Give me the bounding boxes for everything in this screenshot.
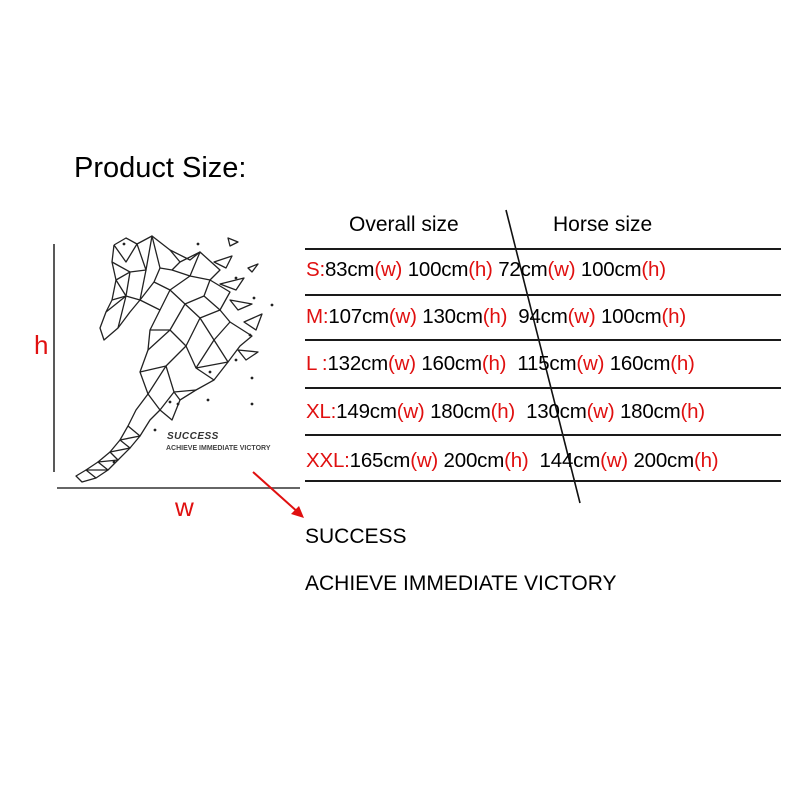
h-marker: (h) [490, 400, 516, 423]
horse-width: 115cm [517, 352, 577, 375]
w-marker: (w) [374, 258, 403, 281]
w-marker: (w) [388, 305, 417, 328]
horse-height: 100cm [600, 305, 662, 328]
w-marker: (w) [600, 449, 628, 472]
h-marker: (h) [504, 449, 529, 472]
horse-width: 72cm [498, 258, 548, 281]
caption-slogan: ACHIEVE IMMEDIATE VICTORY [305, 572, 617, 595]
overall-height: 180cm [430, 400, 491, 423]
table-divider [305, 387, 781, 389]
overall-width: 132cm [327, 352, 388, 375]
h-marker: (h) [468, 258, 493, 281]
header-horse-size: Horse size [553, 213, 653, 236]
table-row-s: S:83cm(w) 100cm(h) 72cm(w) 100cm(h) [306, 258, 666, 282]
table-row-l: L :132cm(w) 160cm(h) 115cm(w) 160cm(h) [306, 352, 695, 376]
w-marker: (w) [586, 400, 615, 423]
w-marker: (w) [576, 352, 605, 375]
w-marker: (w) [547, 258, 576, 281]
size-label: L : [306, 352, 328, 375]
size-label: S: [306, 258, 325, 281]
horse-width: 94cm [518, 305, 568, 328]
overall-height: 160cm [421, 352, 482, 375]
overall-width: 149cm [336, 400, 397, 423]
table-divider [305, 434, 781, 436]
horse-width: 144cm [539, 449, 601, 472]
horse-width: 130cm [526, 400, 587, 423]
overall-width: 83cm [324, 258, 375, 281]
overall-width: 165cm [349, 449, 411, 472]
table-row-xl: XL:149cm(w) 180cm(h) 130cm(w) 180cm(h) [306, 400, 705, 424]
overall-height: 130cm [422, 305, 483, 328]
w-marker: (w) [396, 400, 425, 423]
w-marker: (w) [387, 352, 416, 375]
h-marker: (h) [670, 352, 695, 375]
product-text-slogan: ACHIEVE IMMEDIATE VICTORY [166, 445, 271, 452]
header-overall-size: Overall size [349, 213, 459, 236]
size-label: XXL: [306, 449, 350, 472]
w-marker: (w) [410, 449, 439, 472]
overall-width: 107cm [328, 305, 389, 328]
width-label: w [175, 492, 194, 522]
h-marker: (h) [693, 449, 719, 472]
page-title: Product Size: [74, 152, 247, 184]
table-divider [305, 339, 781, 341]
table-divider [305, 248, 781, 250]
table-row-m: M:107cm(w) 130cm(h) 94cm(w) 100cm(h) [306, 305, 686, 329]
height-label: h [34, 330, 49, 360]
horse-height: 200cm [633, 449, 694, 472]
h-marker: (h) [661, 305, 687, 328]
size-label: M: [306, 305, 329, 328]
table-row-xxl: XXL:165cm(w) 200cm(h) 144cm(w) 200cm(h) [306, 449, 719, 473]
overall-height: 200cm [443, 449, 505, 472]
product-text-success: SUCCESS [167, 431, 219, 442]
table-divider [305, 480, 781, 482]
h-marker: (h) [481, 352, 507, 375]
h-marker: (h) [641, 258, 666, 281]
h-marker: (h) [482, 305, 508, 328]
horse-height: 160cm [609, 352, 671, 375]
h-marker: (h) [680, 400, 705, 423]
w-marker: (w) [567, 305, 596, 328]
size-label: XL: [306, 400, 337, 423]
horse-height: 180cm [619, 400, 681, 423]
horse-height: 100cm [580, 258, 642, 281]
caption-success: SUCCESS [305, 525, 407, 548]
table-divider [305, 294, 781, 296]
overall-height: 100cm [407, 258, 469, 281]
